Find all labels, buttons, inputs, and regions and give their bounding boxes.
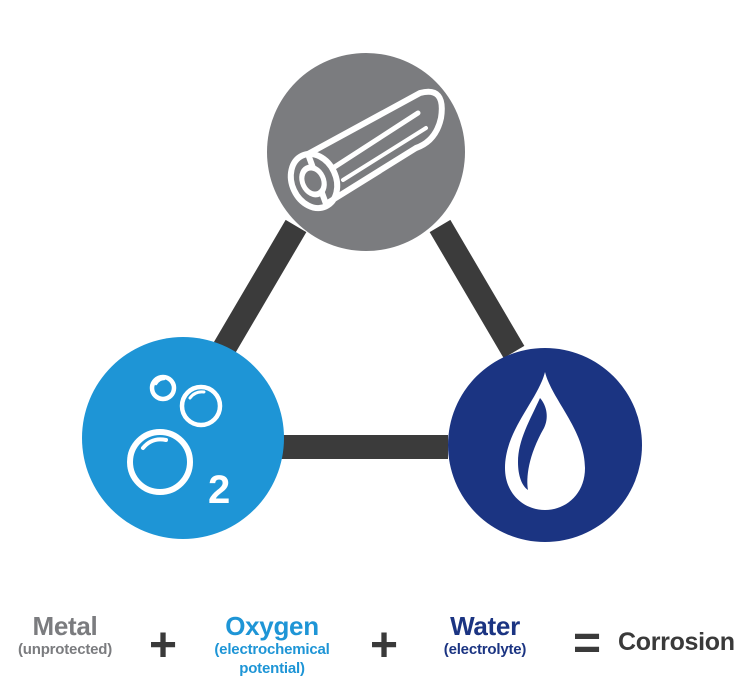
metal-circle	[267, 53, 465, 251]
water-node	[448, 348, 642, 542]
oxygen-term: Oxygen (electrochemical potential)	[193, 612, 351, 678]
oxygen-sublabel-line1: (electrochemical	[214, 641, 330, 658]
metal-sublabel: (unprotected)	[17, 641, 113, 658]
metal-label: Metal	[32, 611, 98, 641]
equals-sign: =	[572, 617, 602, 670]
plus-sign-2: +	[369, 619, 399, 672]
oxygen-subscript: 2	[208, 468, 230, 512]
water-label: Water	[450, 611, 520, 641]
result-label: Corrosion	[618, 628, 735, 656]
water-term: Water (electrolyte)	[420, 612, 550, 659]
o2-bubbles-icon	[127, 374, 223, 495]
water-sublabel: (electrolyte)	[443, 641, 527, 658]
connector-metal-oxygen	[211, 219, 307, 359]
oxygen-label: Oxygen	[225, 611, 319, 641]
corrosion-triangle-diagram: 2	[82, 53, 642, 542]
plus-sign-1: +	[148, 619, 178, 672]
oxygen-sublabel-line2: potential)	[239, 660, 305, 677]
metal-node	[267, 53, 465, 251]
connector-metal-water	[429, 219, 525, 359]
oxygen-circle	[82, 337, 284, 539]
water-drop-icon	[505, 372, 585, 510]
oxygen-node: 2	[82, 337, 284, 539]
metal-term: Metal (unprotected)	[0, 612, 130, 659]
pipe-icon	[287, 88, 445, 212]
